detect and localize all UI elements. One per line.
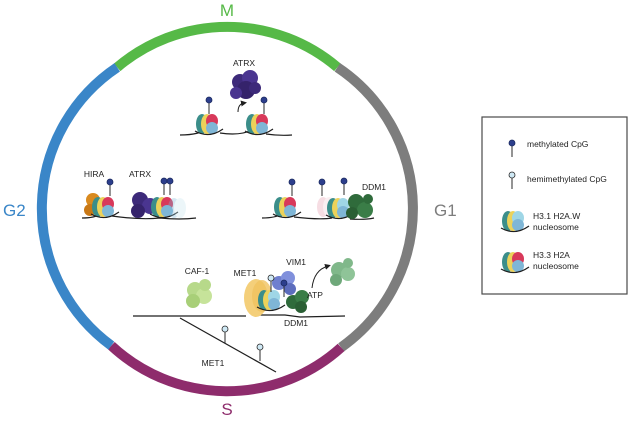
phase-label-m: M	[220, 1, 234, 20]
cell-cycle-ring	[36, 21, 418, 397]
legend-h31-line1: H3.1 H2A.W	[533, 211, 580, 221]
label-ddm1-center: DDM1	[284, 318, 308, 328]
arrow-icon	[237, 100, 247, 113]
legend-h33-line1: H3.3 H2A	[533, 250, 570, 260]
methylated-cpg-icon	[160, 177, 168, 196]
methylated-cpg-icon	[318, 178, 326, 197]
legend-h33-line2: nucleosome	[533, 261, 579, 271]
phase-arc-s	[107, 341, 345, 397]
panel-hira-atrx: HIRA ATRX	[81, 169, 197, 220]
phase-arc-m	[113, 21, 341, 72]
label-ddm1-right: DDM1	[362, 182, 386, 192]
methylated-cpg-icon	[166, 177, 174, 196]
label-atrx-top: ATRX	[233, 58, 255, 68]
ddm1-protein-icon	[346, 194, 373, 219]
label-hira: HIRA	[84, 169, 105, 179]
nucleosome-h31-icon	[256, 289, 286, 312]
faded-nucleosome-icon	[168, 198, 186, 218]
arrow-icon	[311, 263, 331, 289]
panel-ddm1-g1: DDM1	[261, 177, 386, 220]
methylated-cpg-icon	[205, 96, 213, 115]
panel-replication-fork: CAF-1 MET1 VIM1 ATP DDM1 MET1	[133, 257, 355, 373]
label-vim1: VIM1	[286, 257, 306, 267]
legend-hemimethylated-label: hemimethylated CpG	[527, 174, 607, 184]
methylated-cpg-icon	[106, 178, 114, 197]
phase-arc-g1	[334, 63, 418, 352]
label-atrx-left: ATRX	[129, 169, 151, 179]
methylated-cpg-icon	[340, 177, 348, 196]
ddm1-protein-icon	[286, 290, 309, 313]
label-met1-bottom: MET1	[202, 358, 225, 368]
nucleosome-h33-icon	[194, 113, 224, 136]
phase-label-g1: G1	[434, 201, 457, 220]
nucleosome-h33-icon	[244, 113, 274, 136]
methylated-cpg-icon	[288, 178, 296, 197]
legend-methylated-label: methylated CpG	[527, 139, 588, 149]
phase-arc-g2	[36, 63, 120, 350]
legend-h31-line2: nucleosome	[533, 222, 579, 232]
atrx-protein-icon	[230, 70, 261, 99]
dna-lagging-strand	[179, 317, 277, 373]
phase-label-s: S	[221, 400, 232, 419]
caf1-protein-icon	[186, 279, 212, 308]
methylated-cpg-icon	[260, 96, 268, 115]
hemimethylated-cpg-icon	[256, 343, 264, 362]
label-caf1: CAF-1	[185, 266, 210, 276]
nucleosome-h33-icon	[90, 196, 120, 219]
phase-label-g2: G2	[3, 201, 26, 220]
released-ddm1-protein-icon	[330, 258, 355, 286]
nucleosome-h33-icon	[272, 196, 302, 219]
label-met1-center: MET1	[234, 268, 257, 278]
hemimethylated-cpg-icon	[221, 325, 229, 344]
label-atp: ATP	[307, 290, 323, 300]
dna-leading-strand	[133, 314, 346, 318]
legend: methylated CpG hemimethylated CpG H3.1 H…	[481, 116, 628, 295]
panel-atrx-deposition: ATRX	[179, 58, 293, 136]
